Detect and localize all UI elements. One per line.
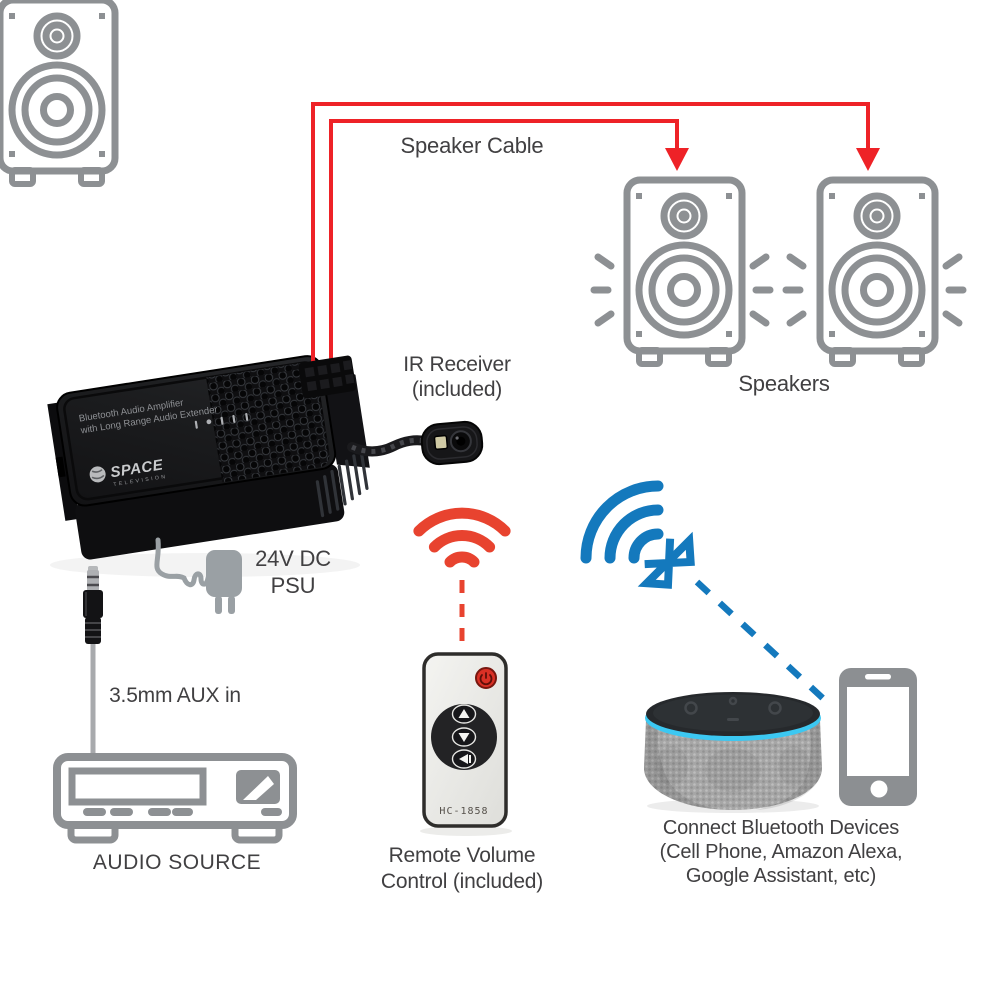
speaker-icon [0,0,119,187]
indicator-marks [194,412,249,429]
speaker-cable-lines [311,102,870,366]
stereo-receiver-icon [53,753,297,844]
cable-arrow-right [856,148,880,171]
aux-in-label: 3.5mm AUX in [109,684,241,707]
bluetooth-dashed-link [694,579,831,706]
remote-volume-buttons [451,704,477,769]
cable-arrow-left [665,148,689,171]
phone-icon [839,668,917,806]
audio-source-label: AUDIO SOURCE [92,851,262,874]
ir-receiver [420,420,484,466]
wifi-arcs-icon [580,480,664,564]
aux-jack-icon [83,566,103,644]
echo-buttons [684,696,782,721]
bluetooth-devices-label: Connect Bluetooth Devices (Cell Phone, A… [659,817,903,887]
ir-receiver-label: IR Receiver (included) [403,353,511,401]
side-vents [315,449,369,518]
psu-cable [154,537,211,588]
bluetooth-icon [637,531,695,589]
ir-cable-braid [350,437,425,454]
honeycomb-vent [206,362,330,483]
ir-signal-icon [413,507,511,568]
remote-label: Remote Volume Control (included) [380,844,544,893]
speakers-label: Speakers [738,371,830,396]
terminal-block [298,355,357,399]
psu-label: 24V DC PSU [255,546,331,598]
echo-dot [644,692,822,813]
amp-shadow [50,553,360,577]
speaker-cable-label: Speaker Cable [400,133,544,158]
sound-waves [590,253,967,327]
power-plug-icon [206,550,242,614]
remote-model-text: HC-1858 [439,806,488,817]
amplifier-device: Bluetooth Audio Amplifier with Long Rang… [47,355,370,560]
remote-control: HC-1858 [420,652,512,836]
